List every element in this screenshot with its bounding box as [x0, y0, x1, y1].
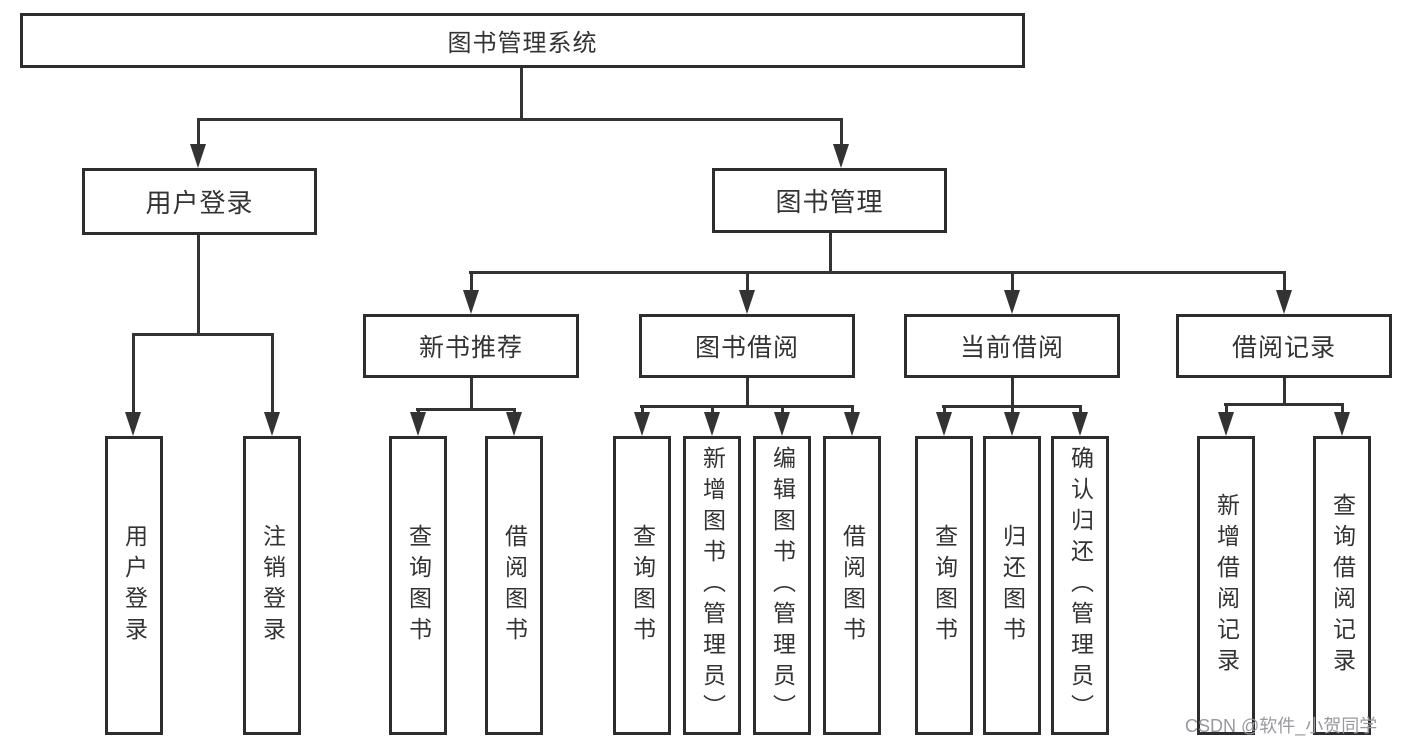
arrowhead-icon: [704, 412, 720, 436]
node-user-login: 用户登录: [82, 168, 317, 235]
node-leaf-query-books-current-label: 查询图书: [931, 523, 958, 648]
node-leaf-user-login: 用户登录: [105, 436, 163, 735]
node-leaf-query-books-recommend-label: 查询图书: [405, 523, 432, 648]
connector-new-book-vline: [469, 378, 473, 411]
node-leaf-confirm-return-admin-label: 确认归还（管理员）: [1067, 446, 1094, 725]
connector-root-vline: [520, 68, 523, 120]
connector-borrowing-records-hline: [1224, 403, 1344, 406]
node-leaf-query-books-borrowing-label: 查询图书: [629, 523, 656, 648]
arrowhead-icon: [774, 412, 790, 436]
node-leaf-borrow-books-borrowing: 借阅图书: [823, 436, 881, 735]
connector-stem: [1078, 405, 1082, 415]
node-leaf-add-books-admin: 新增图书（管理员）: [683, 436, 741, 735]
node-leaf-return-books: 归还图书: [983, 436, 1041, 735]
node-leaf-query-books-recommend: 查询图书: [389, 436, 447, 735]
connector-stem: [780, 405, 784, 415]
node-leaf-confirm-return-admin: 确认归还（管理员）: [1051, 436, 1109, 735]
connector-stem-book-management: [839, 118, 843, 146]
connector-stem-user-login: [196, 118, 200, 146]
connector-stem-borrowing-records: [1282, 271, 1286, 293]
connector-user-login-hline: [132, 333, 273, 336]
connector-stem: [1010, 405, 1014, 415]
node-leaf-edit-books-admin-label: 编辑图书（管理员）: [769, 446, 796, 725]
node-book-borrowing: 图书借阅: [639, 314, 855, 378]
node-leaf-query-borrow-record-label: 查询借阅记录: [1329, 492, 1356, 679]
arrowhead-icon: [634, 412, 650, 436]
arrowhead-icon: [1276, 290, 1292, 314]
node-leaf-logout-login-label: 注销登录: [259, 523, 286, 648]
arrowhead-icon: [264, 412, 280, 436]
connector-stem-current-borrowing: [1010, 271, 1014, 293]
connector-book-borrowing-hline: [640, 405, 854, 408]
node-leaf-return-books-label: 归还图书: [999, 523, 1026, 648]
arrowhead-icon: [1004, 412, 1020, 436]
csdn-watermark: CSDN @软件_小贺同学: [1185, 716, 1378, 736]
connector-stem: [1340, 403, 1344, 415]
node-leaf-query-books-current: 查询图书: [915, 436, 973, 735]
arrowhead-icon: [1004, 290, 1020, 314]
node-current-borrowing: 当前借阅: [904, 314, 1120, 378]
node-leaf-query-books-borrowing: 查询图书: [613, 436, 671, 735]
connector-user-login-vline: [196, 235, 200, 335]
arrowhead-icon: [936, 412, 952, 436]
node-book-management: 图书管理: [712, 168, 947, 233]
arrowhead-icon: [463, 290, 479, 314]
arrowhead-icon: [1334, 412, 1350, 436]
arrowhead-icon: [506, 412, 522, 436]
connector-book-management-vline: [828, 233, 832, 274]
arrowhead-icon: [1072, 412, 1088, 436]
arrowhead-icon: [844, 412, 860, 436]
node-leaf-add-borrow-record: 新增借阅记录: [1197, 436, 1255, 735]
connector-stem: [710, 405, 714, 415]
connector-new-book-hline: [416, 408, 516, 411]
connector-stem-leaf-user-login: [131, 333, 135, 413]
arrowhead-icon: [739, 290, 755, 314]
connector-stem: [942, 405, 946, 415]
connector-borrowing-records-vline: [1282, 378, 1286, 406]
node-borrowing-records: 借阅记录: [1176, 314, 1392, 378]
arrowhead-icon: [1218, 412, 1234, 436]
node-new-book-recommend: 新书推荐: [363, 314, 579, 378]
connector-book-management-hline: [469, 271, 1285, 274]
arrowhead-icon: [190, 144, 206, 168]
connector-stem: [850, 405, 854, 415]
arrowhead-icon: [125, 412, 141, 436]
arrowhead-icon: [410, 412, 426, 436]
connector-root-hline: [197, 118, 843, 121]
node-leaf-logout-login: 注销登录: [243, 436, 301, 735]
connector-stem: [1224, 403, 1228, 415]
node-leaf-borrow-books-borrowing-label: 借阅图书: [839, 523, 866, 648]
connector-stem-book-borrowing: [745, 271, 749, 293]
node-leaf-borrow-books-recommend-label: 借阅图书: [501, 523, 528, 648]
arrowhead-icon: [833, 144, 849, 168]
node-leaf-add-books-admin-label: 新增图书（管理员）: [699, 446, 726, 725]
node-leaf-borrow-books-recommend: 借阅图书: [485, 436, 543, 735]
node-leaf-query-borrow-record: 查询借阅记录: [1313, 436, 1371, 735]
connector-stem: [640, 405, 644, 415]
connector-stem-leaf-logout: [270, 333, 274, 413]
node-leaf-add-borrow-record-label: 新增借阅记录: [1213, 492, 1240, 679]
connector-current-borrowing-vline: [1010, 378, 1014, 408]
connector-book-borrowing-vline: [745, 378, 749, 408]
node-leaf-edit-books-admin: 编辑图书（管理员）: [753, 436, 811, 735]
node-leaf-user-login-label: 用户登录: [121, 523, 148, 648]
connector-stem-new-book: [469, 271, 473, 293]
node-library-system: 图书管理系统: [20, 13, 1025, 68]
